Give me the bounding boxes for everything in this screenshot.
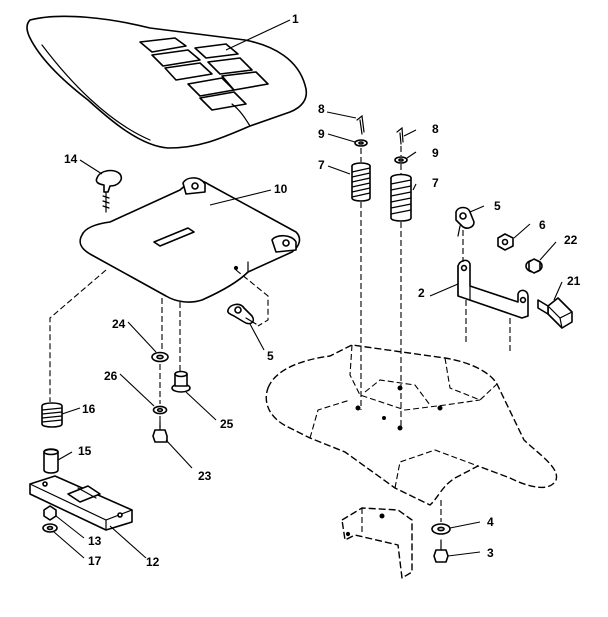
washer-4 xyxy=(431,523,451,535)
bushing xyxy=(43,448,59,474)
seat-spring-7-left xyxy=(351,162,371,202)
callout-5-right: 5 xyxy=(494,199,501,213)
callout-8-right: 8 xyxy=(432,122,439,136)
frame-lower-bracket xyxy=(341,507,413,579)
callout-22: 22 xyxy=(564,233,578,247)
washer-26 xyxy=(152,405,168,415)
nut-6 xyxy=(497,233,514,251)
bolt-21 xyxy=(537,297,573,329)
callout-4: 4 xyxy=(487,515,494,529)
seat-adjust-knob xyxy=(95,169,123,213)
callout-15: 15 xyxy=(78,444,92,458)
leader-lines xyxy=(53,19,563,559)
washer-9-left xyxy=(354,139,368,147)
bolt-3 xyxy=(433,539,449,563)
callout-6: 6 xyxy=(539,218,546,232)
seat xyxy=(26,15,308,149)
callout-9-left: 9 xyxy=(318,127,325,141)
callout-21: 21 xyxy=(567,274,581,288)
washer-24 xyxy=(151,351,169,363)
callout-13: 13 xyxy=(88,534,102,548)
cotter-pin-8-right xyxy=(396,126,404,145)
callout-24: 24 xyxy=(112,317,126,331)
seat-spring-7-right xyxy=(390,173,412,222)
cotter-pin-8-left xyxy=(356,114,365,135)
nut-13 xyxy=(43,505,57,521)
callout-7-left: 7 xyxy=(318,158,325,172)
assembly-line-clip-left xyxy=(235,269,269,327)
callout-8-left: 8 xyxy=(318,102,325,116)
flange-nut-22 xyxy=(525,258,543,274)
callout-17: 17 xyxy=(88,554,102,568)
seat-bracket-2 xyxy=(457,259,529,319)
callout-10: 10 xyxy=(274,182,288,196)
callout-9-right: 9 xyxy=(432,146,439,160)
bolt-23 xyxy=(152,421,168,443)
callout-7-right: 7 xyxy=(432,176,439,190)
callout-5-left: 5 xyxy=(267,349,274,363)
washer-9-right xyxy=(394,156,408,164)
washer-17 xyxy=(42,523,58,533)
shoulder-bolt-25 xyxy=(171,370,191,393)
callout-26: 26 xyxy=(104,369,118,383)
tractor-frame-outline xyxy=(265,344,558,506)
seat-pan xyxy=(79,177,301,303)
callout-25: 25 xyxy=(220,417,234,431)
seat-spring-small xyxy=(41,402,63,428)
callout-3: 3 xyxy=(487,546,494,560)
callout-23: 23 xyxy=(198,469,212,483)
seat-slide-plate xyxy=(29,475,133,531)
callout-2: 2 xyxy=(418,286,425,300)
callout-14: 14 xyxy=(64,152,78,166)
callout-1: 1 xyxy=(292,12,299,26)
clip-5-left xyxy=(227,303,257,325)
clip-5-right xyxy=(455,206,475,237)
assembly-line-knob xyxy=(49,269,107,402)
callout-12: 12 xyxy=(146,555,160,569)
callout-16: 16 xyxy=(82,402,96,416)
callout-labels: 1 10 14 8 9 7 8 9 7 5 6 22 2 21 5 24 26 … xyxy=(64,12,581,569)
